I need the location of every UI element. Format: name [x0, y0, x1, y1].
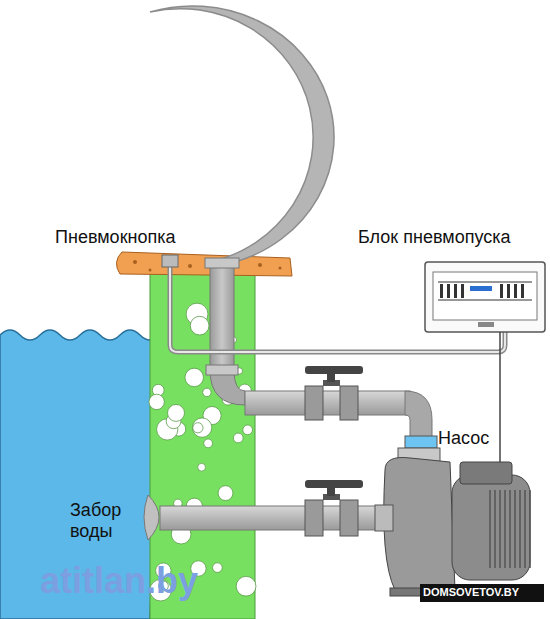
- bubble: [243, 425, 253, 435]
- watermark: atitlan.by: [40, 560, 198, 601]
- bubble: [193, 423, 203, 433]
- cooling-fin: [529, 490, 531, 568]
- cooling-fin: [504, 490, 506, 568]
- cooling-fin: [489, 490, 491, 568]
- power-cable: [499, 332, 501, 470]
- bubble: [168, 404, 185, 421]
- control-box: [425, 262, 545, 332]
- pump: [375, 448, 530, 596]
- deck-slab: [116, 252, 292, 276]
- water-slide: [150, 6, 334, 262]
- bubble: [192, 418, 211, 437]
- bubble: [198, 463, 206, 471]
- bubble: [203, 388, 211, 396]
- part-label: Блок пневмопуска: [358, 227, 510, 248]
- bubble: [149, 394, 164, 409]
- outlet-pipe: [210, 262, 234, 372]
- bubble: [233, 433, 243, 443]
- bubble: [236, 576, 256, 596]
- cooling-fin: [524, 490, 526, 568]
- bubble: [218, 486, 233, 501]
- return-pipe: [245, 391, 410, 415]
- part-label: Пневмокнопка: [55, 227, 176, 248]
- part-label: Насос: [438, 428, 489, 449]
- water-inlet: [144, 495, 159, 540]
- part-label: Забор воды: [70, 500, 150, 541]
- bubble: [204, 439, 213, 448]
- cooling-fin: [519, 490, 521, 568]
- bubble: [190, 316, 209, 335]
- cooling-fin: [509, 490, 511, 568]
- bubble: [185, 368, 204, 387]
- watermark: DOMSOVETOV.BY: [423, 586, 519, 599]
- cooling-fin: [494, 490, 496, 568]
- bubbles: [149, 303, 256, 601]
- ball-valve: [305, 366, 363, 420]
- ball-valve: [305, 480, 363, 536]
- watermark-plate: [420, 584, 544, 602]
- cooling-fin: [499, 490, 501, 568]
- bubble: [213, 563, 223, 573]
- cooling-fin: [514, 490, 516, 568]
